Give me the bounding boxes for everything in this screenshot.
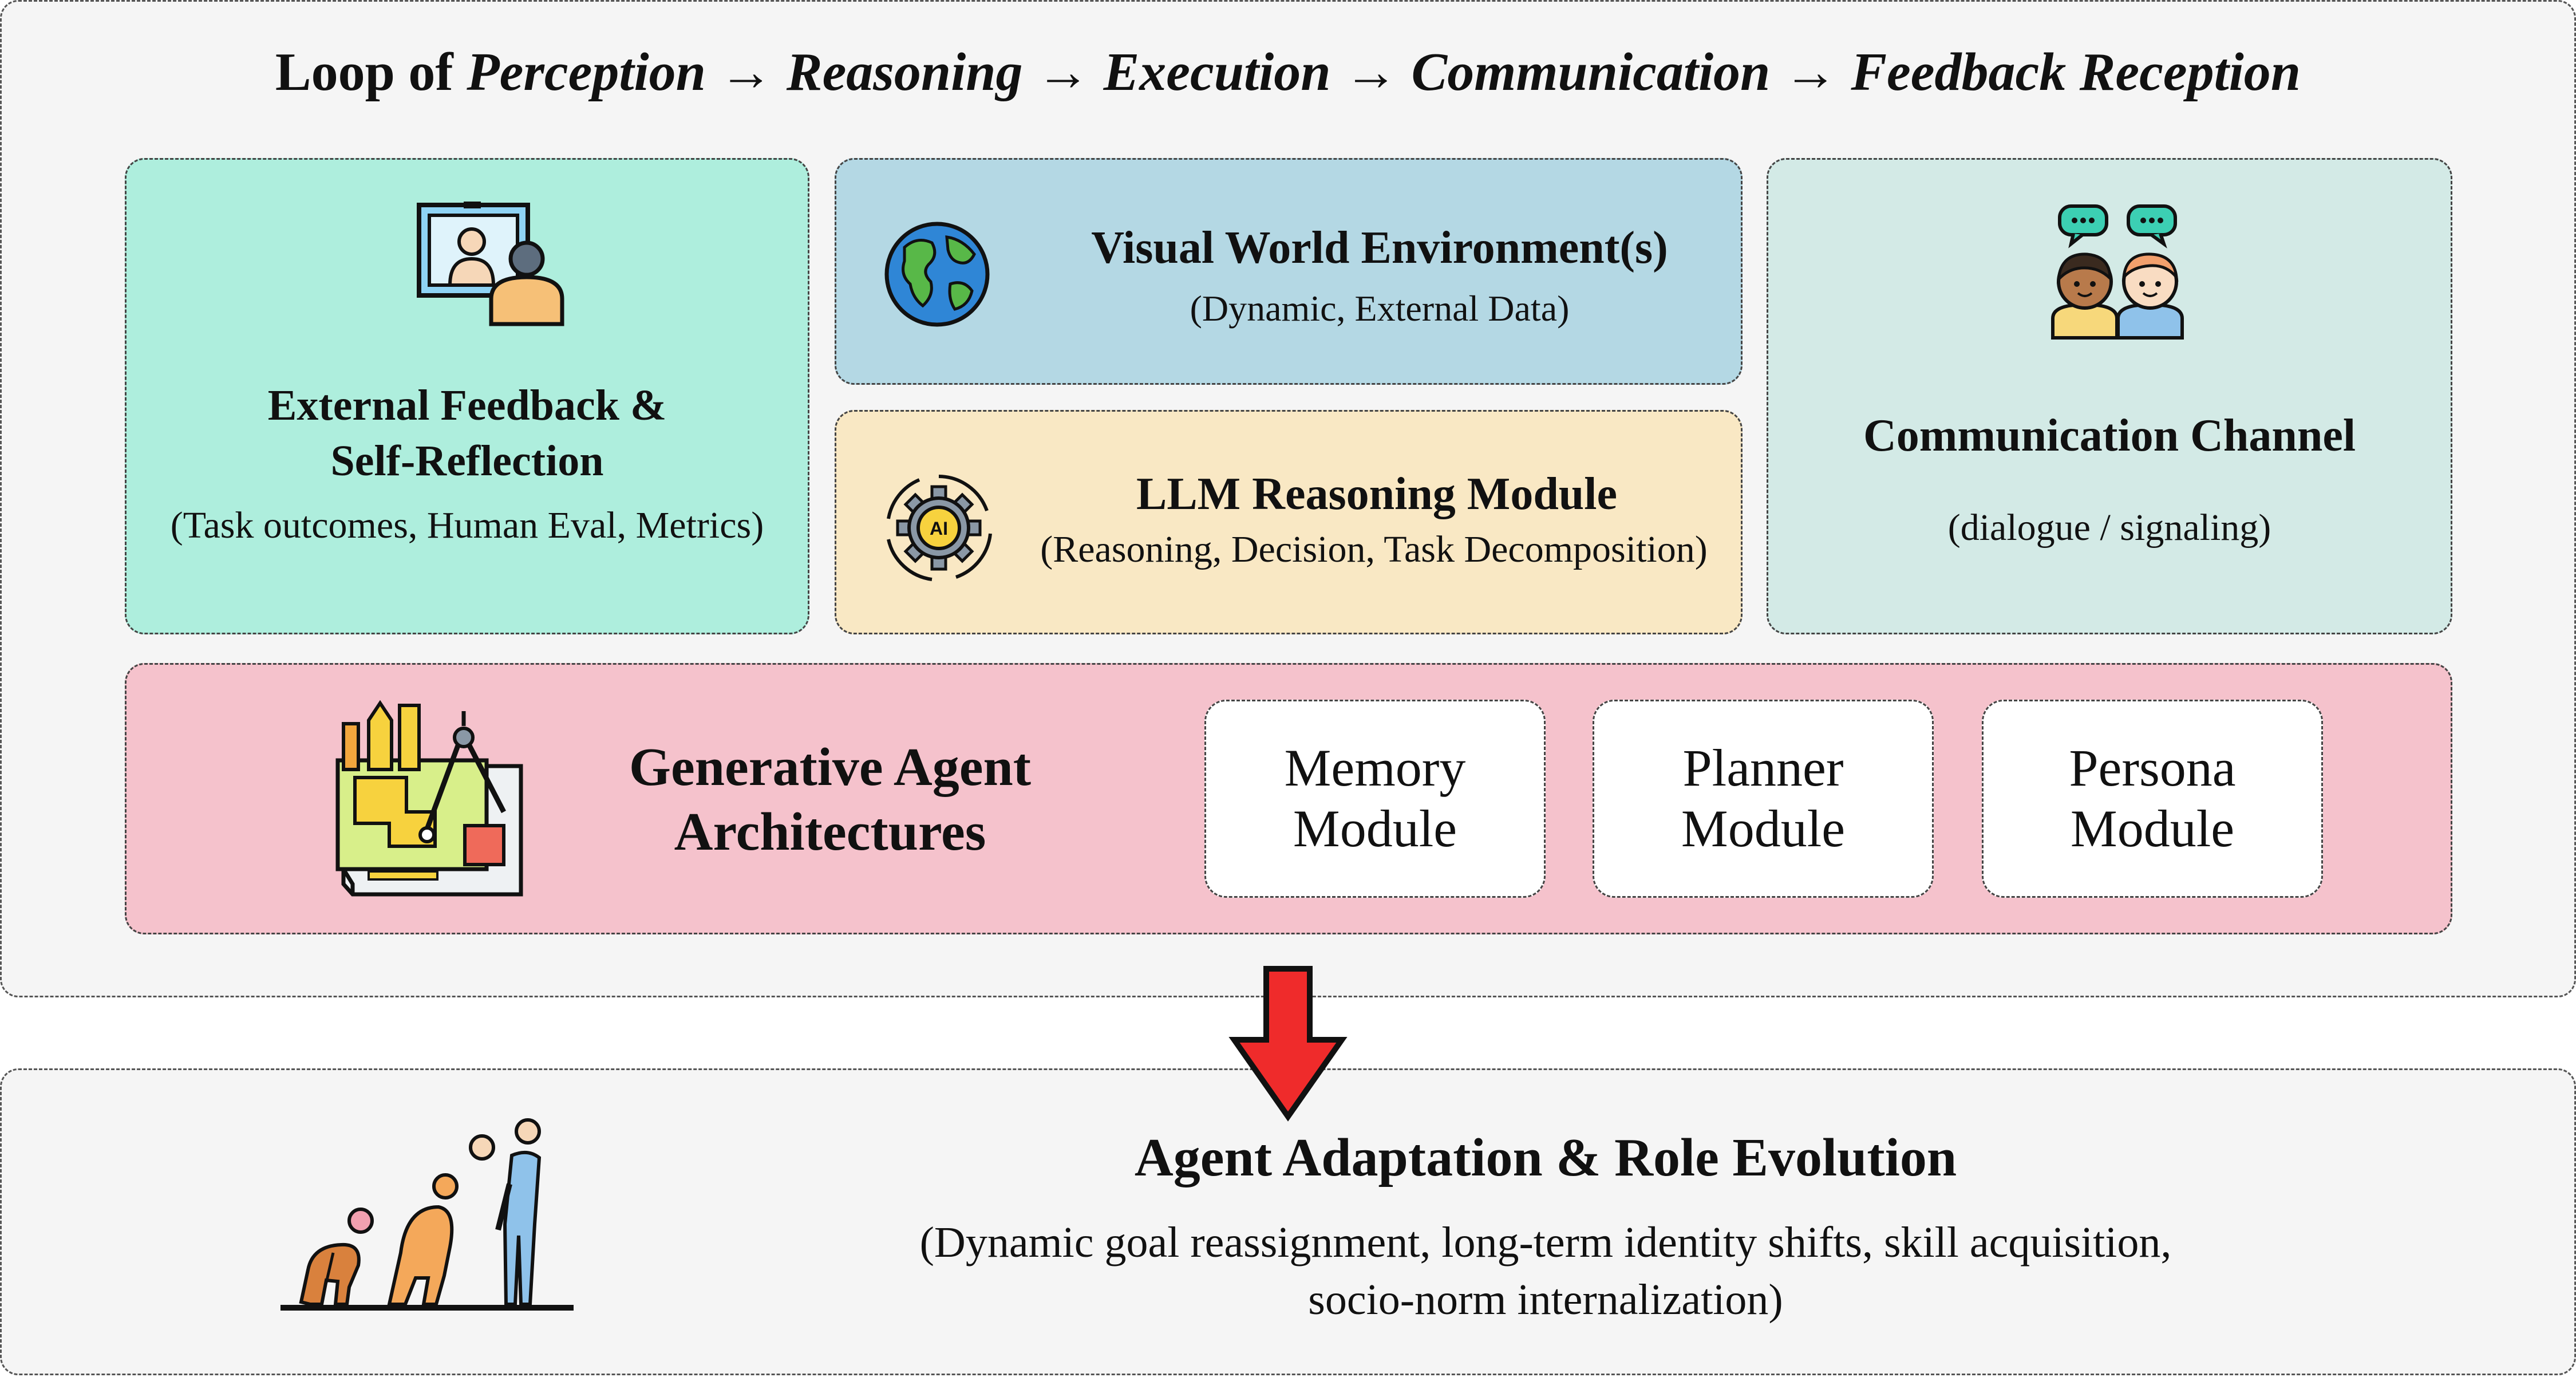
evolution-description: (Dynamic goal reassignment, long-term id…: [790, 1214, 2301, 1329]
communication-box: [1767, 158, 2452, 634]
module-label-line1: Memory: [1284, 739, 1466, 798]
loop-step: Perception: [467, 42, 706, 102]
loop-arrow: →: [1783, 42, 1838, 102]
loop-arrow: →: [1036, 42, 1091, 102]
down-arrow-icon: [1228, 966, 1348, 1122]
module-label-line2: Module: [1681, 799, 1846, 858]
loop-title-prefix: Loop of: [275, 42, 453, 102]
memory-module: Memory Module: [1204, 700, 1546, 898]
loop-arrow: →: [1344, 42, 1398, 102]
world-subtitle: (Dynamic, External Data): [1190, 288, 1570, 329]
architecture-title: Generative Agent Architectures: [561, 735, 1099, 865]
module-label-line1: Planner: [1682, 739, 1844, 798]
module-label-line1: Persona: [2069, 739, 2236, 798]
llm-reasoning-box: [835, 410, 1743, 634]
architecture-title-line2: Architectures: [674, 802, 986, 862]
evolution-title: Agent Adaptation & Role Evolution: [1134, 1128, 1957, 1187]
loop-step: Reasoning: [786, 42, 1023, 102]
loop-step: Execution: [1103, 42, 1331, 102]
loop-step: Communication: [1411, 42, 1771, 102]
comm-title: Communication Channel: [1863, 411, 2356, 461]
ai-gear-icon: AI: [887, 475, 992, 581]
persona-module: Persona Module: [1982, 700, 2323, 898]
globe-icon: [884, 222, 990, 327]
loop-arrow: →: [719, 42, 773, 102]
evolution-desc-line1: (Dynamic goal reassignment, long-term id…: [919, 1218, 2172, 1266]
video-call-icon: [417, 202, 564, 326]
feedback-title-line2: Self-Reflection: [330, 437, 604, 486]
human-evolution-icon: [280, 1118, 574, 1311]
world-title: Visual World Environment(s): [1091, 223, 1668, 273]
comm-subtitle: (dialogue / signaling): [1947, 507, 2271, 549]
llm-subtitle: (Reasoning, Decision, Task Decomposition…: [1040, 528, 1708, 570]
module-label-line2: Module: [1293, 799, 1457, 858]
module-label-line2: Module: [2070, 799, 2235, 858]
conversation-icon: [2051, 204, 2184, 340]
blueprint-tools-icon: [335, 700, 523, 897]
planner-module: Planner Module: [1593, 700, 1934, 898]
loop-title: Loop of Perception → Reasoning → Executi…: [0, 41, 2576, 103]
llm-title: LLM Reasoning Module: [1136, 469, 1618, 519]
loop-step: Feedback Reception: [1851, 42, 2301, 102]
ai-gear-label: AI: [930, 518, 948, 539]
feedback-title-line1: External Feedback &: [267, 381, 667, 429]
architecture-title-line1: Generative Agent: [629, 737, 1032, 797]
feedback-title: External Feedback & Self-Reflection: [125, 378, 809, 490]
feedback-subtitle: (Task outcomes, Human Eval, Metrics): [170, 504, 764, 546]
evolution-desc-line2: socio-norm internalization): [1308, 1276, 1783, 1324]
